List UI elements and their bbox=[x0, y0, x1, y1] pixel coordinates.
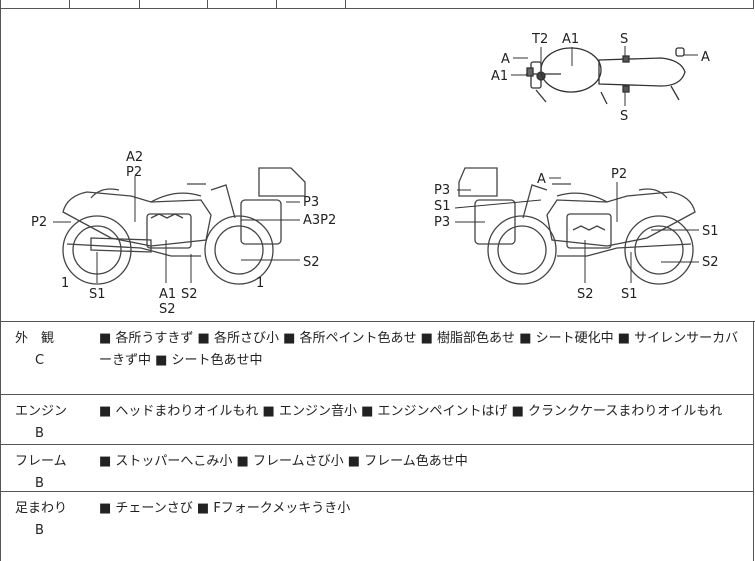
category-name: 外 観 bbox=[15, 331, 55, 346]
category-label: エンジン B bbox=[15, 401, 89, 445]
condition-row-suspension: 足まわり B ■ チェーンさび ■ Fフォークメッキうき小 bbox=[0, 492, 754, 561]
top-view-motorcycle bbox=[526, 47, 686, 105]
label-s2-right: S2 bbox=[303, 255, 320, 270]
top-view-leader-lines bbox=[511, 46, 698, 106]
category-label: 足まわり B bbox=[15, 498, 89, 542]
condition-notes: ■ ヘッドまわりオイルもれ ■ エンジン音小 ■ エンジンペイントはげ ■ クラ… bbox=[99, 404, 723, 419]
label-1-right: 1 bbox=[256, 276, 264, 291]
label-a-top: A bbox=[537, 172, 546, 187]
strip-divider bbox=[0, 0, 1, 8]
label-p3-lower: P3 bbox=[434, 215, 450, 230]
label-t2: T2 bbox=[531, 32, 548, 47]
label-a3p2: A3P2 bbox=[303, 213, 336, 228]
label-s1-left: S1 bbox=[434, 199, 451, 214]
strip-divider bbox=[69, 0, 70, 8]
category-name: フレーム bbox=[15, 454, 67, 469]
strip-divider bbox=[276, 0, 277, 8]
label-s1-right: S1 bbox=[702, 224, 719, 239]
category-name: 足まわり bbox=[15, 501, 68, 516]
label-a-right: A bbox=[701, 50, 710, 65]
label-p3-upper: P3 bbox=[434, 183, 450, 198]
label-s-lower: S bbox=[620, 109, 628, 124]
label-s2-right: S2 bbox=[702, 255, 719, 270]
left-side-motorcycle bbox=[62, 167, 306, 285]
label-s1-bottom: S1 bbox=[621, 287, 638, 302]
motorcycle-diagram-svg: A A1 T2 A1 S S A A2 P2 P2 P3 A3P2 S2 1 1 bbox=[31, 32, 719, 317]
condition-notes: ■ 各所うすきず ■ 各所さび小 ■ 各所ペイント色あせ ■ 樹脂部色あせ ■ … bbox=[99, 331, 739, 368]
category-grade: C bbox=[35, 353, 45, 368]
label-a: A bbox=[501, 52, 510, 67]
condition-notes: ■ ストッパーへこみ小 ■ フレームさび小 ■ フレーム色あせ中 bbox=[99, 454, 468, 469]
label-s2-lower: S2 bbox=[159, 302, 176, 317]
label-p2-left: P2 bbox=[31, 215, 47, 230]
label-a1: A1 bbox=[491, 69, 508, 84]
condition-notes: ■ チェーンさび ■ Fフォークメッキうき小 bbox=[99, 501, 351, 516]
category-name: エンジン bbox=[15, 404, 68, 419]
strip-divider bbox=[345, 0, 346, 8]
right-side-leader-lines bbox=[454, 177, 699, 283]
strip-divider bbox=[139, 0, 140, 8]
label-s2-bottom: S2 bbox=[577, 287, 594, 302]
left-side-leader-lines bbox=[53, 176, 300, 283]
label-a1-tank: A1 bbox=[562, 32, 579, 47]
label-s2: S2 bbox=[181, 287, 198, 302]
label-s-upper: S bbox=[620, 32, 628, 47]
condition-diagram: A A1 T2 A1 S S A A2 P2 P2 P3 A3P2 S2 1 1 bbox=[0, 8, 755, 322]
category-grade: B bbox=[35, 523, 44, 538]
strip-divider bbox=[207, 0, 208, 8]
table-top-strip bbox=[0, 0, 754, 9]
label-p3: P3 bbox=[303, 195, 319, 210]
condition-row-engine: エンジン B ■ ヘッドまわりオイルもれ ■ エンジン音小 ■ エンジンペイント… bbox=[0, 395, 754, 445]
condition-row-exterior: 外 観 C ■ 各所うすきず ■ 各所さび小 ■ 各所ペイント色あせ ■ 樹脂部… bbox=[0, 322, 754, 395]
strip-divider bbox=[753, 0, 754, 8]
label-s1: S1 bbox=[89, 287, 106, 302]
label-p2-top: P2 bbox=[126, 165, 142, 180]
right-side-motorcycle bbox=[458, 167, 696, 285]
category-grade: B bbox=[35, 426, 44, 441]
label-p2: P2 bbox=[611, 167, 627, 182]
category-grade: B bbox=[35, 476, 44, 491]
label-a2: A2 bbox=[126, 150, 143, 165]
label-1-left: 1 bbox=[61, 276, 69, 291]
condition-row-frame: フレーム B ■ ストッパーへこみ小 ■ フレームさび小 ■ フレーム色あせ中 bbox=[0, 445, 754, 492]
category-label: 外 観 C bbox=[15, 328, 89, 372]
category-label: フレーム B bbox=[15, 451, 89, 495]
label-a1: A1 bbox=[159, 287, 176, 302]
